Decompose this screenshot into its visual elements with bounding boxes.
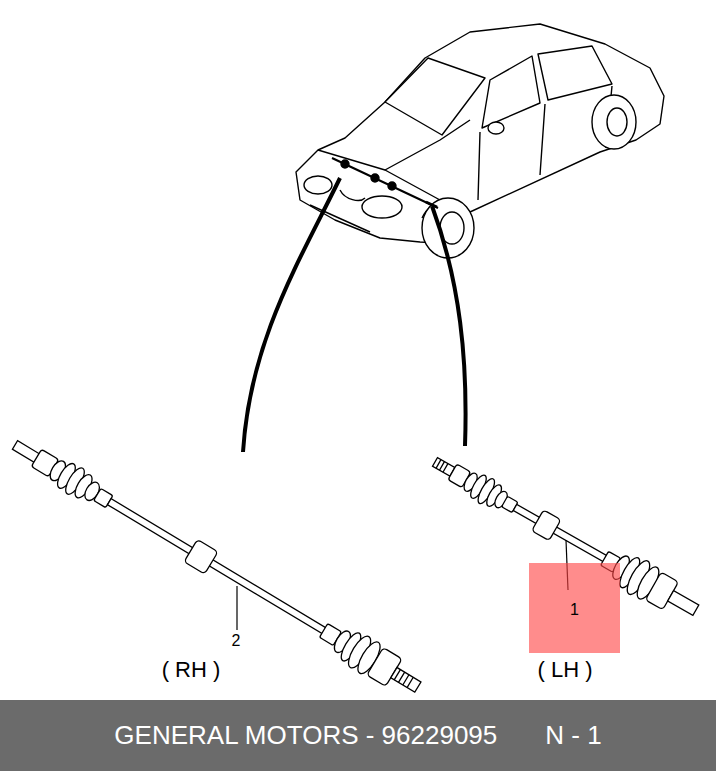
callout-number: 1: [570, 601, 579, 619]
footer-text: GENERAL MOTORS - 96229095: [114, 720, 497, 751]
pointer-curve: [432, 206, 466, 446]
car-drawing: [296, 24, 664, 258]
pointer-curve: [243, 178, 340, 452]
rh-drive-shaft: [6, 430, 427, 703]
footer-band: GENERAL MOTORS - 96229095 N - 1: [0, 700, 716, 771]
leader-line: [236, 586, 237, 630]
highlight-box: 1: [529, 563, 620, 653]
footer-text: N - 1: [545, 720, 601, 751]
side-label: ( RH ): [162, 657, 221, 683]
side-label: ( LH ): [538, 657, 593, 683]
callout-number: 2: [232, 632, 241, 650]
